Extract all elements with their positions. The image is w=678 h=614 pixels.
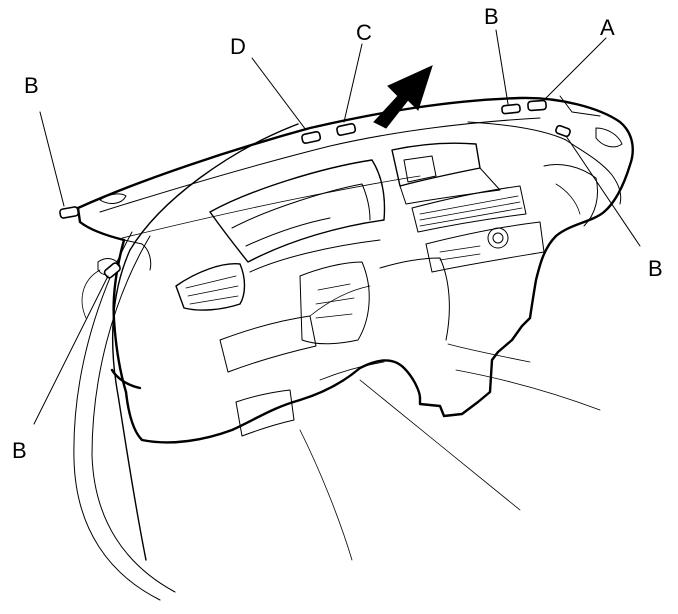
callout-c: C (356, 20, 372, 45)
audio-unit (425, 221, 545, 273)
clip-marker-b-top (501, 103, 521, 115)
callout-b-top: B (484, 4, 499, 29)
center-vents (411, 185, 527, 233)
leader-b-bottom (33, 275, 109, 425)
clip-marker-a (527, 99, 547, 112)
center-console (299, 257, 601, 561)
leader-b-right (565, 135, 641, 247)
leader-a (543, 37, 607, 101)
center-display (391, 142, 501, 205)
clip-marker-b-left (59, 206, 80, 219)
callout-b-left: B (24, 73, 39, 98)
leader-c (343, 43, 363, 123)
driver-vent (175, 263, 246, 311)
callout-b-right: B (648, 256, 663, 281)
side-vent-right (595, 127, 623, 148)
wire-harness (111, 123, 299, 561)
side-vent-left (99, 193, 127, 204)
dashboard-outline (76, 96, 634, 444)
clip-marker-d (301, 130, 322, 145)
instrument-cluster (209, 159, 386, 273)
callout-a: A (600, 15, 615, 40)
leader-d (251, 57, 307, 131)
passenger-side-structure (543, 95, 601, 227)
leader-b-left (39, 111, 65, 207)
leader-lines (33, 29, 641, 425)
a-pillar (73, 231, 176, 601)
lower-dash-panel (219, 285, 385, 437)
leader-b-top (495, 29, 509, 105)
removal-direction-arrow (373, 65, 433, 129)
dashboard-surface (99, 117, 622, 239)
clip-marker-b-right (555, 124, 571, 138)
callout-d: D (230, 34, 246, 59)
steering-column-opening (299, 261, 370, 345)
clip-marker-c (336, 122, 357, 137)
callout-b-bottom: B (12, 438, 27, 463)
clip-marker-b-bottom (103, 262, 121, 279)
